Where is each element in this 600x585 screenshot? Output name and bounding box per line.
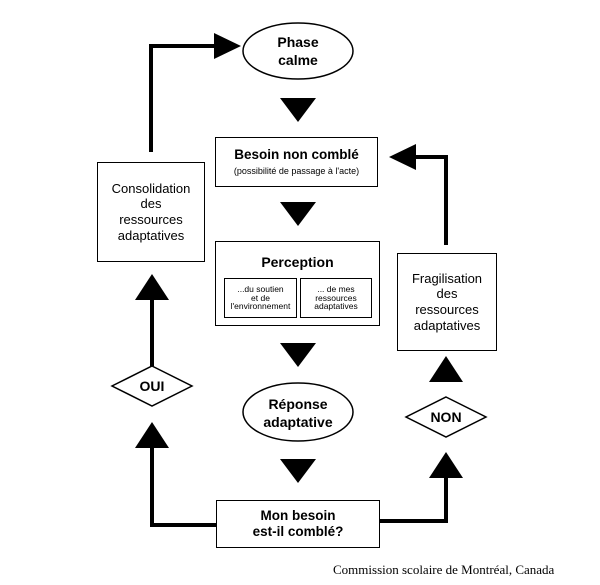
- oui-label: OUI: [140, 378, 165, 394]
- arrowhead-left: [389, 144, 416, 170]
- connector-question-to-non: [380, 475, 448, 523]
- consolidation-line: ressources: [119, 212, 183, 227]
- phase-calme-line1: Phase: [277, 34, 318, 50]
- perception-box: Perception ...du soutien et de l'environ…: [215, 241, 380, 326]
- perception-left-line: l'environnement: [230, 301, 291, 312]
- question-line1: Mon besoin: [260, 507, 336, 523]
- perception-left-line: et de: [251, 292, 270, 303]
- consolidation-line: Consolidation: [111, 180, 191, 196]
- phase-calme-line2: calme: [278, 52, 318, 68]
- connector-fragilisation-to-besoin: [410, 155, 448, 245]
- consolidation-box: Consolidation des ressources adaptatives: [97, 162, 205, 262]
- arrow-down-3: [280, 343, 316, 367]
- arrow-down-4: [280, 459, 316, 483]
- arrowhead-up-non: [429, 452, 463, 478]
- perception-right-line: ... de mes: [317, 283, 355, 294]
- arrow-down-1: [280, 98, 316, 122]
- question-line2: est-il comblé?: [252, 524, 344, 539]
- arrowhead-up-oui: [135, 422, 169, 448]
- consolidation-line: adaptatives: [117, 227, 185, 243]
- perception-title: Perception: [261, 254, 334, 270]
- besoin-subtitle: (possibilité de passage à l'acte): [233, 166, 360, 177]
- arrowhead-up-fragilisation: [429, 356, 463, 382]
- besoin-title: Besoin non comblé: [234, 147, 359, 162]
- reponse-line1: Réponse: [268, 396, 327, 412]
- fragilisation-line: adaptatives: [413, 317, 481, 333]
- credit-text: Commission scolaire de Montréal, Canada: [333, 562, 555, 577]
- fragilisation-line: des: [436, 286, 458, 302]
- question-box: Mon besoin est-il comblé?: [216, 500, 380, 548]
- fragilisation-box: Fragilisation des ressources adaptatives: [397, 253, 497, 351]
- reponse-line2: adaptative: [263, 414, 332, 430]
- connector-question-to-oui: [150, 445, 216, 527]
- fragilisation-line: Fragilisation: [411, 270, 483, 286]
- consolidation-line: des: [140, 196, 162, 212]
- perception-sub-left: ...du soutien et de l'environnement: [224, 278, 297, 318]
- reponse-shape: [242, 382, 354, 442]
- arrowhead-right: [214, 33, 241, 59]
- oui-diamond: [110, 365, 194, 407]
- perception-right-line: ressources: [315, 292, 357, 303]
- arrow-down-2: [280, 202, 316, 226]
- non-label: NON: [430, 409, 461, 425]
- perception-left-line: ...du soutien: [237, 283, 284, 294]
- perception-sub-right: ... de mes ressources adaptatives: [300, 278, 372, 318]
- perception-right-line: adaptatives: [314, 301, 358, 312]
- non-diamond: [404, 396, 488, 438]
- fragilisation-line: ressources: [415, 302, 479, 317]
- phase-calme-shape: [242, 22, 354, 80]
- connector-consolidation-to-phase: [149, 44, 220, 152]
- besoin-box: Besoin non comblé (possibilité de passag…: [215, 137, 378, 187]
- arrowhead-up-consolidation: [135, 274, 169, 300]
